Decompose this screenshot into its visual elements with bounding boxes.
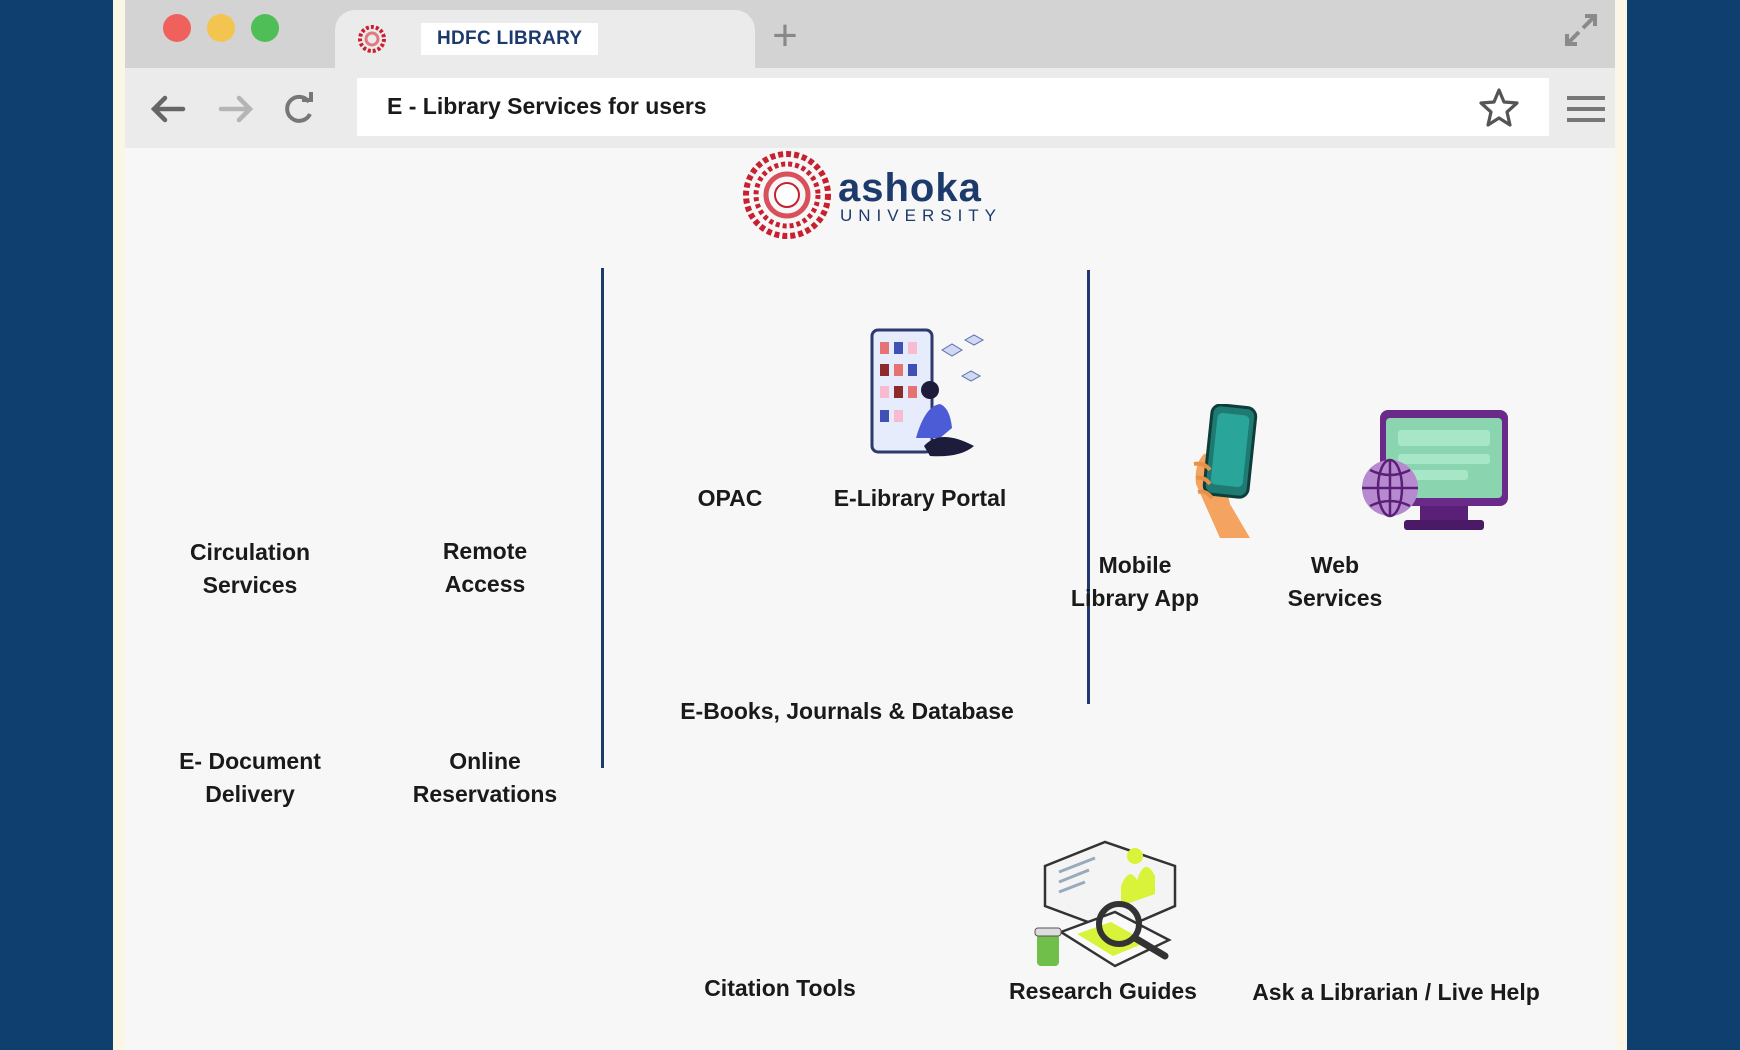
- ashoka-university-logo: ashoka UNIVERSITY: [742, 148, 1022, 248]
- maximize-window-button[interactable]: [251, 14, 279, 42]
- back-arrow-icon[interactable]: [147, 88, 189, 130]
- research-guides-illustration: [1034, 840, 1177, 968]
- citation-tools-link[interactable]: Citation Tools: [704, 975, 856, 1001]
- opac-link[interactable]: OPAC: [697, 485, 763, 511]
- ashoka-favicon-icon: [358, 25, 386, 53]
- minimize-window-button[interactable]: [207, 14, 235, 42]
- online-res-line-1: Online: [449, 748, 521, 774]
- reload-icon[interactable]: [277, 88, 319, 130]
- ebooks-journals-database-link[interactable]: E-Books, Journals & Database: [680, 698, 1014, 724]
- logo-word: ashoka: [838, 166, 982, 210]
- tab-hdfc-library[interactable]: HDFC LIBRARY: [335, 10, 755, 68]
- mobile-app-line-2: Library App: [1070, 585, 1200, 611]
- web-services-line-1: Web: [1310, 552, 1360, 578]
- web-services-line-2: Services: [1287, 585, 1383, 611]
- tab-title: HDFC LIBRARY: [421, 23, 599, 55]
- remote-line-1: Remote: [442, 538, 528, 564]
- divider-left: [601, 268, 604, 768]
- edoc-line-2: Delivery: [205, 781, 295, 807]
- remote-access-link[interactable]: Remote Access: [410, 535, 560, 601]
- web-services-link[interactable]: Web Services: [1265, 549, 1405, 615]
- close-window-button[interactable]: [163, 14, 191, 42]
- e-library-portal-link[interactable]: E-Library Portal: [833, 485, 1007, 511]
- web-monitor-illustration: [1362, 410, 1508, 530]
- page-content: ashoka UNIVERSITY Circulation Services R…: [125, 148, 1615, 1050]
- online-res-line-2: Reservations: [412, 781, 558, 807]
- browser-toolbar: E - Library Services for users: [125, 68, 1615, 148]
- ask-a-librarian-link[interactable]: Ask a Librarian / Live Help: [1252, 979, 1540, 1005]
- mobile-phone-illustration: [1193, 404, 1258, 538]
- ashoka-emblem-icon: [743, 151, 831, 239]
- browser-window-frame: HDFC LIBRARY + E - Library Services for …: [113, 0, 1627, 1050]
- mobile-library-app-link[interactable]: Mobile Library App: [1055, 549, 1215, 615]
- browser-window: HDFC LIBRARY + E - Library Services for …: [125, 0, 1615, 1050]
- bookmark-star-icon[interactable]: [1477, 86, 1521, 130]
- edoc-line-1: E- Document: [179, 748, 321, 774]
- hamburger-menu-icon[interactable]: [1567, 94, 1605, 124]
- forward-arrow-icon[interactable]: [215, 88, 257, 130]
- research-guides-link[interactable]: Research Guides: [1009, 978, 1197, 1004]
- divider-right: [1087, 270, 1090, 704]
- logo-subtitle: UNIVERSITY: [840, 206, 1003, 225]
- e-document-delivery-link[interactable]: E- Document Delivery: [160, 745, 340, 811]
- online-reservations-link[interactable]: Online Reservations: [405, 745, 565, 811]
- tab-strip: HDFC LIBRARY +: [125, 0, 1615, 68]
- address-bar[interactable]: E - Library Services for users: [357, 78, 1549, 136]
- remote-line-2: Access: [444, 571, 526, 597]
- address-bar-text: E - Library Services for users: [387, 93, 707, 119]
- library-portal-illustration: [870, 328, 985, 457]
- mobile-app-line-1: Mobile: [1098, 552, 1172, 578]
- expand-icon[interactable]: [1561, 10, 1601, 50]
- circulation-line-2: Services: [202, 572, 298, 598]
- circulation-line-1: Circulation: [189, 539, 311, 565]
- circulation-services-link[interactable]: Circulation Services: [165, 536, 335, 602]
- new-tab-button[interactable]: +: [772, 11, 798, 60]
